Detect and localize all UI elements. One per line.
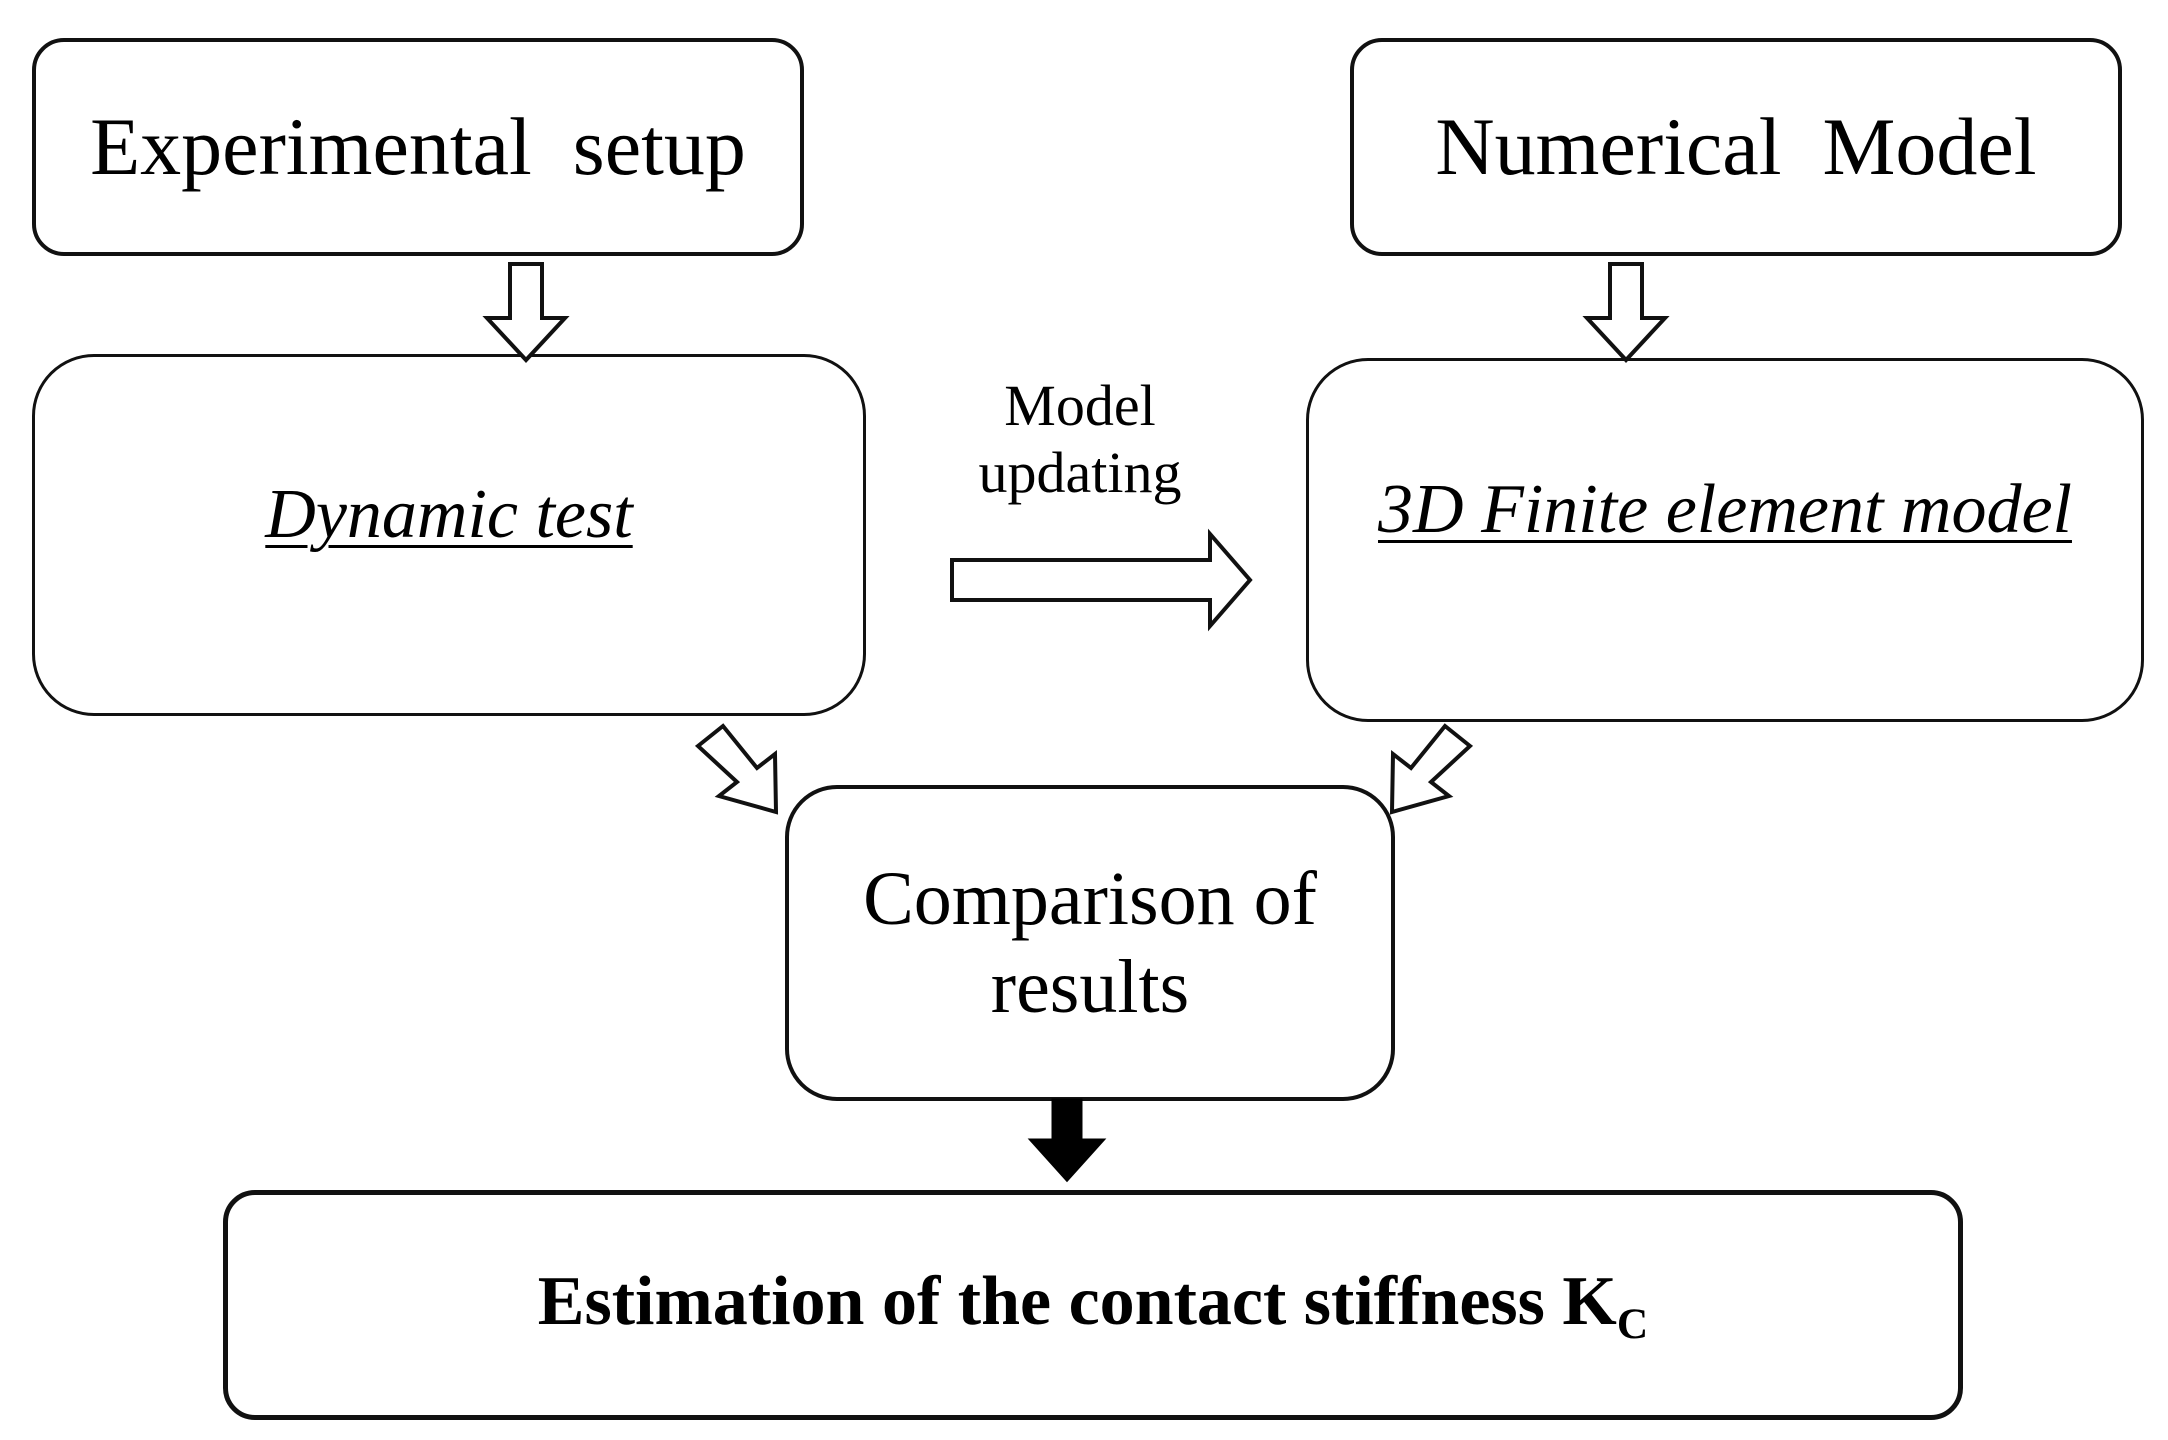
estimation-label-subscript: C	[1616, 1299, 1649, 1348]
arrow-fem-to-comparison	[1389, 723, 1474, 815]
comparison-label-line2: results	[990, 945, 1190, 1029]
estimation-box: Estimation of the contact stiffness KC	[223, 1190, 1963, 1420]
numerical-model-label: Numerical Model	[1435, 101, 2037, 192]
estimation-label-main: Estimation of the contact stiffness K	[537, 1262, 1617, 1340]
comparison-label-line1: Comparison of	[863, 856, 1317, 941]
numerical-model-box: Numerical Model	[1350, 38, 2122, 256]
model-updating-line2: updating	[978, 440, 1182, 506]
fem-model-box: 3D Finite element model	[1306, 358, 2144, 722]
experimental-setup-label: Experimental setup	[90, 101, 746, 192]
model-updating-label: Model updating	[950, 372, 1210, 507]
dynamic-test-label: Dynamic test	[265, 476, 633, 553]
comparison-box: Comparison of results	[785, 785, 1395, 1101]
dynamic-test-box: Dynamic test	[32, 354, 866, 716]
arrow-experimental-to-dynamic	[482, 262, 570, 363]
model-updating-line1: Model	[1004, 373, 1156, 438]
comparison-label: Comparison of results	[863, 855, 1317, 1031]
arrow-comparison-to-estimation	[1027, 1098, 1107, 1183]
fem-model-label: 3D Finite element model	[1378, 471, 2072, 548]
experimental-setup-box: Experimental setup	[32, 38, 804, 256]
estimation-label: Estimation of the contact stiffness KC	[538, 1262, 1648, 1349]
arrow-model-updating	[950, 528, 1253, 632]
arrow-dynamic-to-comparison	[694, 723, 779, 815]
arrow-numerical-to-fem	[1582, 262, 1670, 363]
